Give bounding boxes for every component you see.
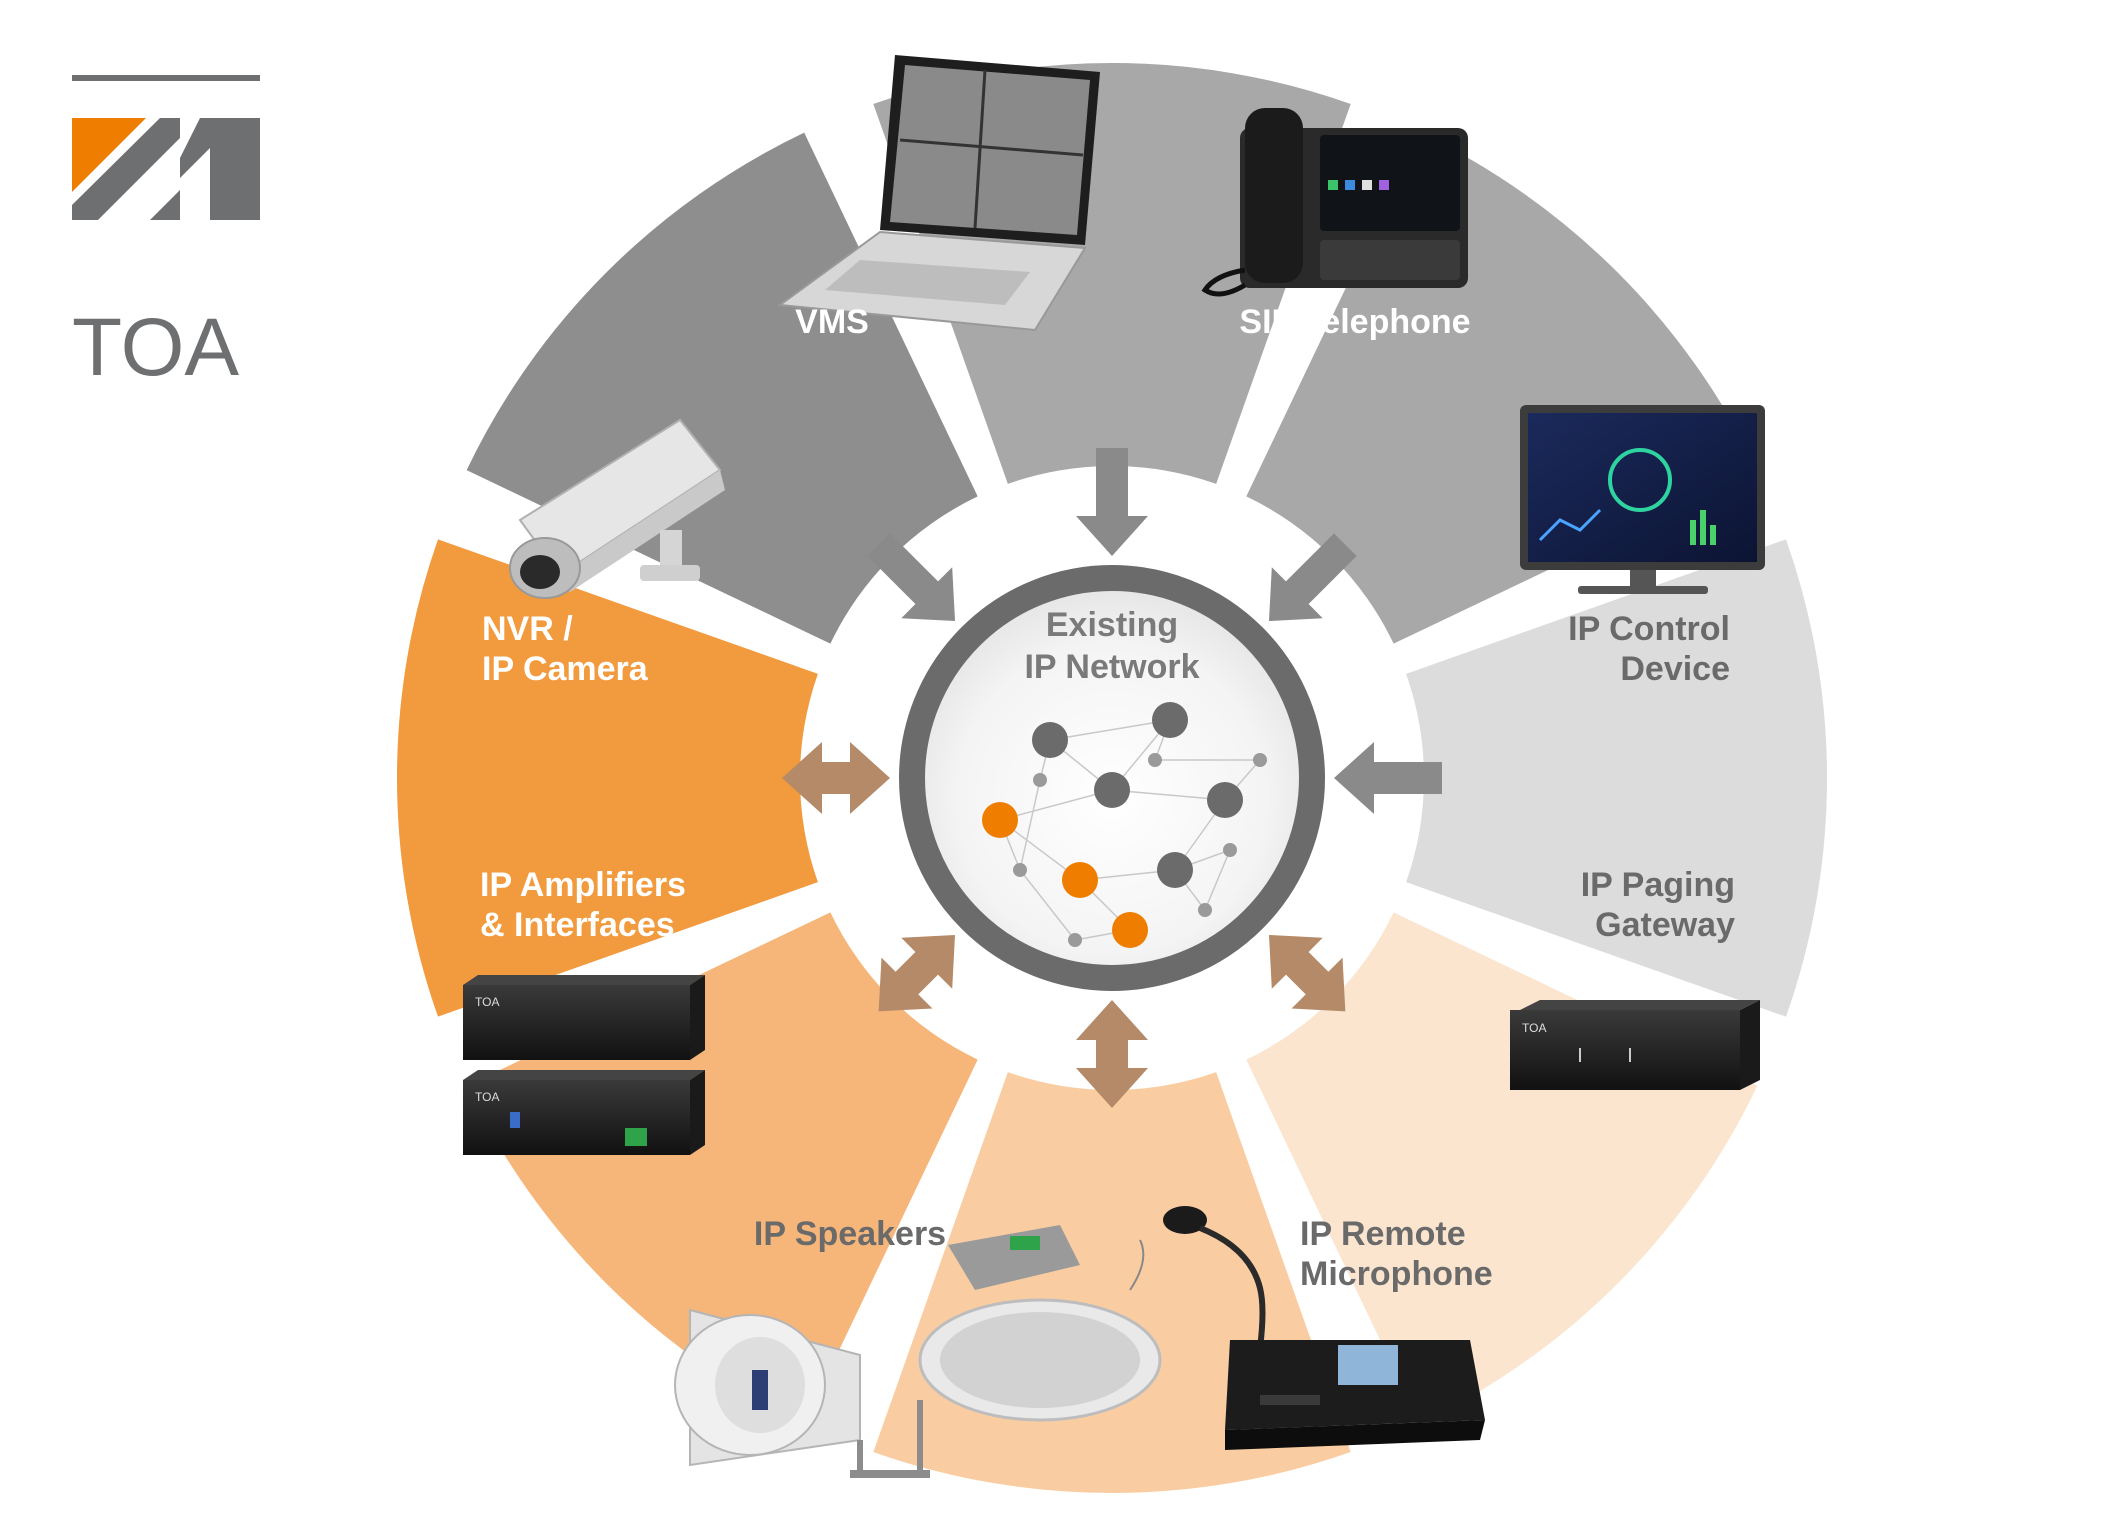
segment-label-amps-line1: IP Amplifiers [480,866,686,904]
arrow-vms [1076,448,1148,556]
toa-logo-text: TOA [72,302,239,393]
network-node-icon [982,702,1267,948]
segment-ipcontrol [1406,539,1827,1017]
segment-label-ipcontrol-line2: Device [1620,650,1730,688]
toa-logo: TOA [72,75,260,393]
arrow-group [782,448,1442,1108]
svg-text:TOA: TOA [475,995,499,1009]
arrow-sip [1268,533,1357,622]
segment-label-remotemic-line2: Microphone [1300,1255,1493,1293]
segment-amps [396,539,818,1017]
segment-label-ipcontrol-line1: IP Control [1568,610,1730,648]
desk-phone-icon [1201,108,1468,297]
segment-label-paging-line2: Gateway [1595,906,1735,944]
gateway-box-icon: TOA [1510,1000,1760,1090]
svg-text:TOA: TOA [1522,1021,1546,1035]
center-network: Existing IP Network [899,565,1325,991]
laptop-icon [777,55,1100,332]
segment-label-amps-line2: & Interfaces [480,906,675,944]
center-title-line2: IP Network [1024,648,1199,686]
microphone-icon [1163,1206,1485,1450]
center-title-line1: Existing [1046,606,1178,644]
arrow-speakers [878,934,956,1012]
arrow-paging [1268,934,1346,1012]
segment-label-sip-line1: SIP Telephone [1239,303,1470,341]
segment-label-nvr-line1: NVR / [482,610,573,648]
horn-speaker-icon [674,1308,930,1478]
segment-label-nvr-line2: IP Camera [482,650,649,688]
arrow-amps [782,742,890,814]
ceiling-speaker-icon [918,1225,1162,1422]
segment-label-paging-line1: IP Paging [1581,866,1735,904]
segment-label-speakers-line1: IP Speakers [754,1215,946,1253]
segment-label-vms-line1: VMS [795,303,869,341]
arrow-ipcontrol [1334,742,1442,814]
arrow-remotemic [1076,1000,1148,1108]
monitor-icon [1520,405,1765,594]
segment-label-remotemic-line1: IP Remote [1300,1215,1466,1253]
cctv-camera-icon [509,418,725,599]
arrow-nvr [867,533,956,622]
svg-text:TOA: TOA [475,1090,499,1104]
amplifier-icon: TOA TOA [463,975,705,1155]
